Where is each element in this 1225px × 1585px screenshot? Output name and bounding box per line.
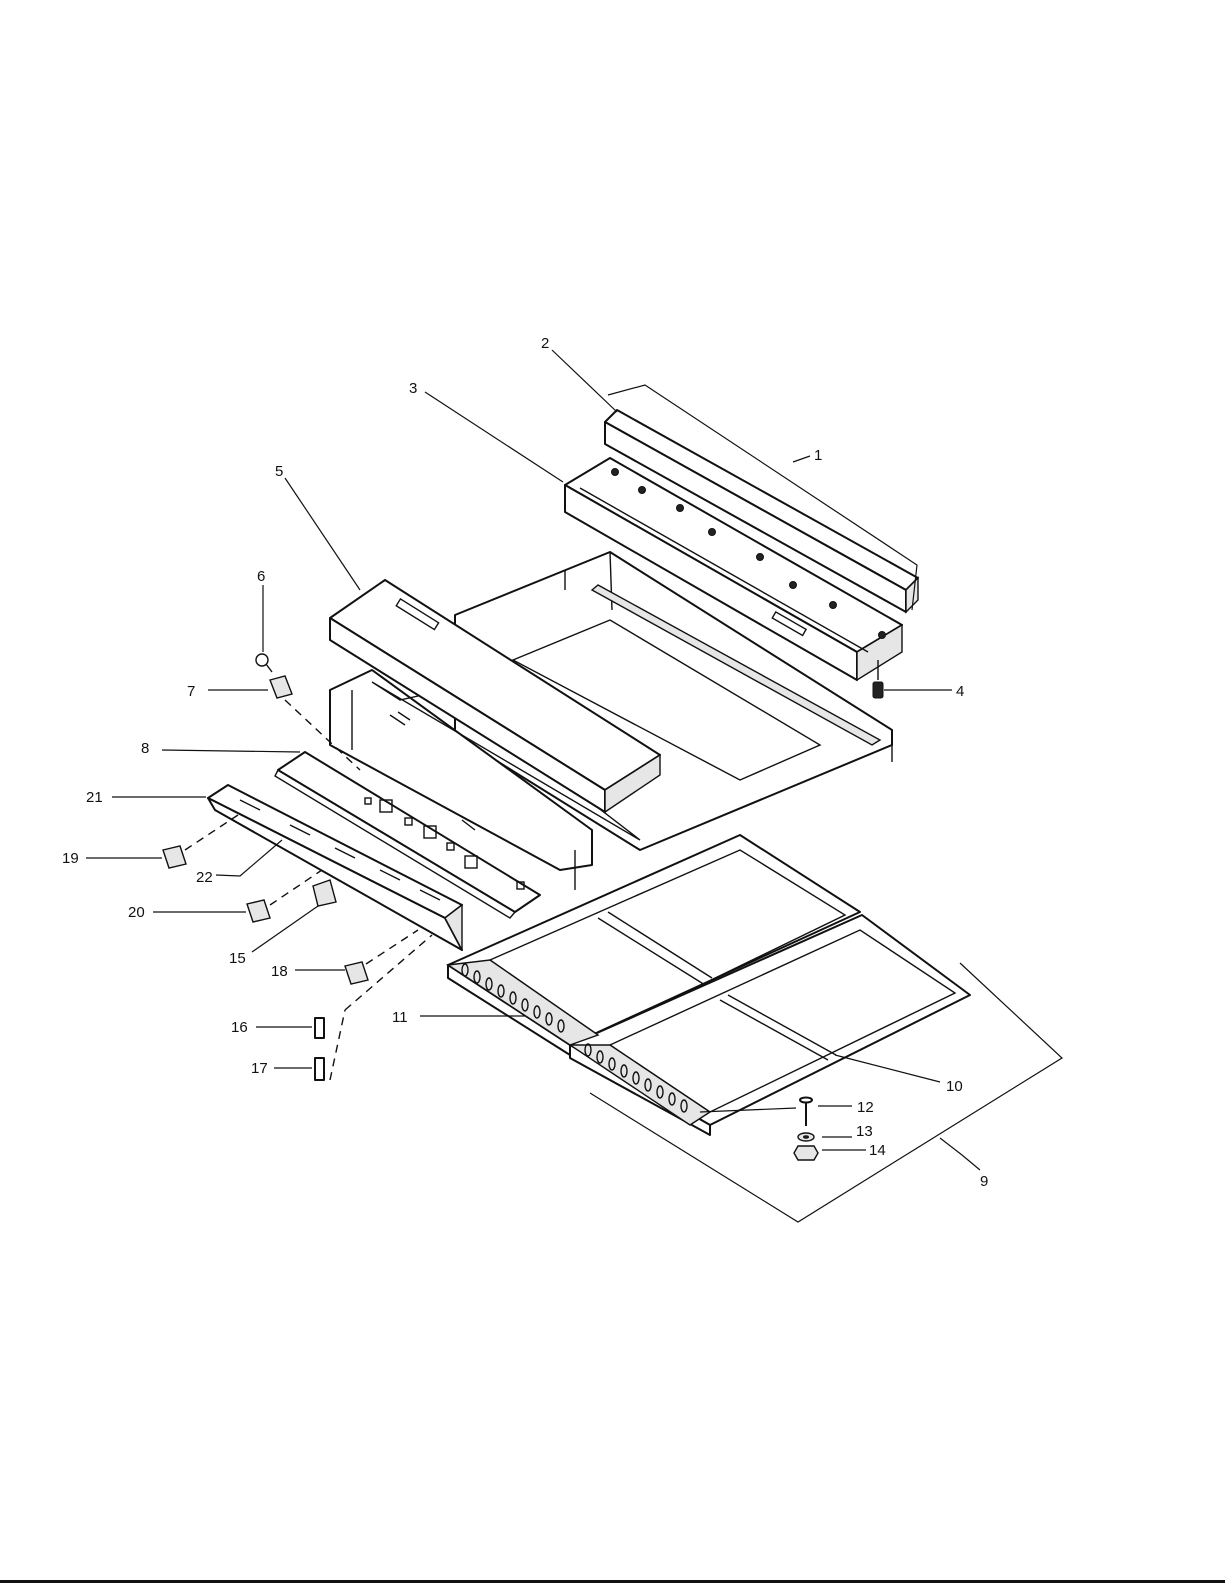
bottom-rule bbox=[0, 1580, 1225, 1583]
callout-21: 21 bbox=[86, 789, 103, 806]
part-17-spacer bbox=[315, 935, 432, 1080]
callout-22: 22 bbox=[196, 869, 213, 886]
part-20-clip bbox=[247, 870, 322, 922]
part-19-clip bbox=[163, 815, 238, 868]
callout-19: 19 bbox=[62, 850, 79, 867]
callout-2: 2 bbox=[541, 335, 549, 352]
callout-10: 10 bbox=[946, 1078, 963, 1095]
part-18-clip bbox=[345, 930, 418, 984]
callout-7: 7 bbox=[187, 683, 195, 700]
callout-6: 6 bbox=[257, 568, 265, 585]
callout-5: 5 bbox=[275, 463, 283, 480]
part-15-clip bbox=[313, 880, 336, 906]
callout-18: 18 bbox=[271, 963, 288, 980]
part-16-spacer bbox=[315, 1018, 324, 1038]
callout-11: 11 bbox=[392, 1009, 408, 1026]
callout-8: 8 bbox=[141, 740, 149, 757]
part-9-floor-panel bbox=[448, 835, 970, 1135]
callout-16: 16 bbox=[231, 1019, 248, 1036]
callout-15: 15 bbox=[229, 950, 246, 967]
callout-20: 20 bbox=[128, 904, 145, 921]
callout-9: 9 bbox=[980, 1173, 988, 1190]
callout-17: 17 bbox=[251, 1060, 268, 1077]
callout-1: 1 bbox=[814, 447, 822, 464]
part-14-nut bbox=[794, 1146, 818, 1160]
part-6-pin bbox=[256, 654, 272, 672]
callout-13: 13 bbox=[856, 1123, 873, 1140]
callout-12: 12 bbox=[857, 1099, 874, 1116]
part-12-screw bbox=[800, 1098, 812, 1127]
callout-14: 14 bbox=[869, 1142, 886, 1159]
callout-4: 4 bbox=[956, 683, 964, 700]
part-21-channel bbox=[208, 785, 462, 950]
callout-3: 3 bbox=[409, 380, 417, 397]
part-13-washer bbox=[798, 1133, 814, 1141]
